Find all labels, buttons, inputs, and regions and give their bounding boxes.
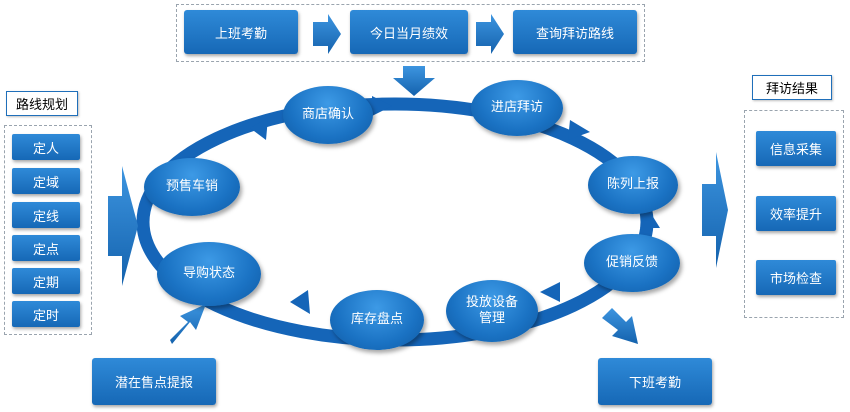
node-shopping-status[interactable]: 导购状态: [157, 242, 261, 306]
route-items-container: [4, 125, 92, 335]
ring-arrow-1: [250, 118, 268, 140]
top-arrow-1: [313, 14, 341, 54]
node-equipment-line2: 管理: [478, 311, 505, 326]
clockout-down-arrow: [602, 308, 638, 344]
node-inventory[interactable]: 库存盘点: [330, 290, 424, 350]
results-items-container: [744, 110, 844, 318]
top-flow-container: [176, 4, 645, 62]
node-equipment-line1: 投放设备: [465, 295, 518, 310]
node-equipment[interactable]: 投放设备 管理: [446, 280, 538, 342]
node-display-report[interactable]: 陈列上报: [588, 156, 678, 214]
route-item-period[interactable]: 定期: [12, 268, 80, 294]
clock-out-box[interactable]: 下班考勤: [598, 358, 712, 405]
ring-arrow-4: [640, 212, 660, 228]
visit-route-box[interactable]: 查询拜访路线: [513, 10, 637, 54]
route-item-person[interactable]: 定人: [12, 134, 80, 160]
route-planning-title: 路线规划: [6, 91, 78, 116]
node-store-confirm[interactable]: 商店确认: [283, 86, 373, 144]
route-item-time[interactable]: 定时: [12, 301, 80, 327]
results-out-arrow: [702, 152, 728, 268]
potential-report-box[interactable]: 潜在售点提报: [92, 358, 216, 405]
performance-box[interactable]: 今日当月绩效: [350, 10, 468, 54]
report-up-arrow: [170, 304, 206, 344]
route-item-area[interactable]: 定域: [12, 168, 80, 194]
ring-arrow-3: [568, 120, 590, 140]
result-item-efficiency[interactable]: 效率提升: [756, 196, 836, 231]
route-item-point[interactable]: 定点: [12, 235, 80, 261]
result-item-info[interactable]: 信息采集: [756, 131, 836, 166]
node-presales[interactable]: 预售车销: [144, 158, 240, 216]
top-arrow-2: [476, 14, 504, 54]
node-promo-feedback[interactable]: 促销反馈: [584, 234, 680, 292]
route-item-line[interactable]: 定线: [12, 202, 80, 228]
ring-arrow-2: [372, 96, 392, 116]
node-enter-store[interactable]: 进店拜访: [471, 80, 563, 136]
visit-results-title: 拜访结果: [752, 75, 832, 100]
ring-arrow-6: [290, 290, 310, 314]
clock-in-box[interactable]: 上班考勤: [184, 10, 298, 54]
ring-arrow-5: [540, 282, 560, 302]
down-arrow: [393, 66, 435, 96]
result-item-market[interactable]: 市场检查: [756, 260, 836, 295]
route-in-arrow: [108, 166, 138, 286]
